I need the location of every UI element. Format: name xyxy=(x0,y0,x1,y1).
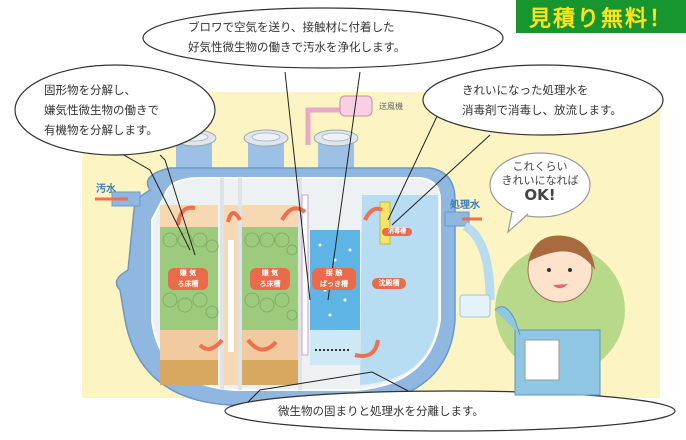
bubble-disinfection-line1: きれいになった処理水を xyxy=(462,83,589,97)
manhole-covers xyxy=(171,129,359,170)
inlet-label: 汚水 xyxy=(96,184,116,195)
bubble-aerobic-outline xyxy=(142,7,504,69)
bubble-sedimentation: 微生物の固まりと処理水を分離します。 xyxy=(278,401,484,421)
outlet-label: 処理水 xyxy=(450,200,480,211)
bubble-anaerobic-line3: 有機物を分解します。 xyxy=(44,123,158,137)
bubble-disinfection-line2: 消毒剤で消毒し、放流します。 xyxy=(462,103,622,117)
tank5-disinfection-label: 消毒槽 xyxy=(382,228,412,236)
banner-label: 見積り無料！ xyxy=(528,6,673,32)
character-speech: これくらい きれいになれば OK! xyxy=(490,160,590,204)
blower-icon xyxy=(305,95,373,145)
bubble-anaerobic: 固形物を分解し、 嫌気性微生物の働きで 有機物を分解します。 xyxy=(44,80,159,140)
tank3-label-line1: 接 触 xyxy=(325,269,343,277)
bubble-disinfection-outline xyxy=(422,64,664,136)
bubble-anaerobic-line2: 嫌気性微生物の働きで xyxy=(44,103,159,117)
bubble-aerobic-line1: ブロワで空気を送り、接触材に付着した xyxy=(188,20,395,34)
flow-arrows xyxy=(176,205,383,358)
bubble-aerobic-line2: 好気性微生物の働きで汚水を浄化します。 xyxy=(188,40,406,54)
water-glass xyxy=(459,294,491,318)
tank1-label-line1: 嫌 気 xyxy=(179,269,197,277)
blower-label: 送風機 xyxy=(379,102,403,111)
tank2-label-line2: ろ床槽 xyxy=(259,280,281,288)
bubble-anaerobic-outline xyxy=(14,64,216,156)
bubble-sedimentation-line1: 微生物の固まりと処理水を分離します。 xyxy=(278,404,484,418)
character-speech-outline xyxy=(489,152,591,218)
tank1-anaerobic-filter-label: 嫌 気 ろ床槽 xyxy=(168,268,208,290)
bubble-sedimentation-outline xyxy=(224,390,676,432)
tank3-contact-aeration-label: 接 触 ばっき槽 xyxy=(312,268,356,290)
character-speech-ok: OK! xyxy=(524,186,556,204)
character-speech-line2: きれいになれば xyxy=(501,174,579,187)
bubble-aerobic: ブロワで空気を送り、接触材に付着した 好気性微生物の働きで汚水を浄化します。 xyxy=(188,17,405,57)
tank4-sedimentation-label: 沈殿槽 xyxy=(372,278,406,289)
tank2-label-line1: 嫌 気 xyxy=(261,269,279,277)
bubble-anaerobic-line1: 固形物を分解し、 xyxy=(44,83,136,97)
outlet-hose xyxy=(462,222,495,301)
bubble-disinfection: きれいになった処理水を 消毒剤で消毒し、放流します。 xyxy=(462,80,622,120)
tank3-label-line2: ばっき槽 xyxy=(320,280,348,288)
character-speech-line1: これくらい xyxy=(512,160,568,173)
worker-character xyxy=(494,235,601,396)
tank2-anaerobic-filter-label: 嫌 気 ろ床槽 xyxy=(250,268,290,290)
free-estimate-banner[interactable]: 見積り無料！ xyxy=(516,0,686,33)
tank1-label-line2: ろ床槽 xyxy=(177,280,199,288)
